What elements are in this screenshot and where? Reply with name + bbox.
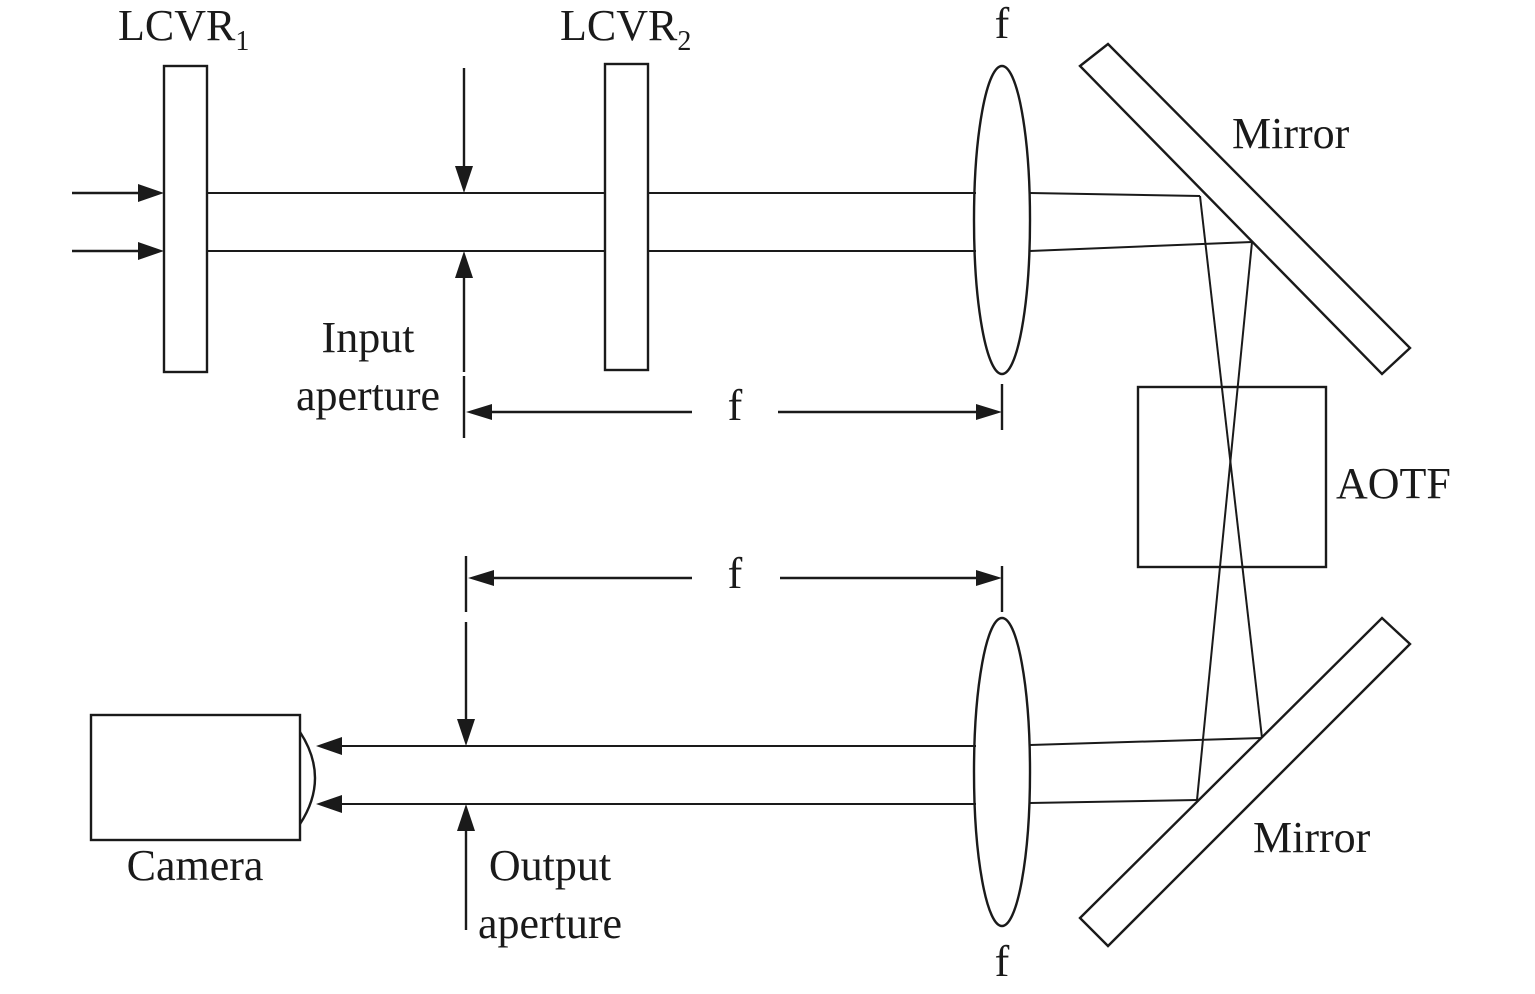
aotf-element — [1136, 385, 1328, 569]
lcvr2-element — [603, 62, 650, 372]
top-lens — [972, 64, 1032, 376]
input-beam-arrows — [72, 184, 164, 260]
camera-label: Camera — [127, 841, 264, 890]
top-focal-distance-label: f — [728, 381, 743, 430]
top-lens-focal-label: f — [995, 0, 1010, 48]
top-mirror — [1078, 42, 1412, 376]
top-focal-distance — [466, 404, 1002, 420]
output-aperture-marker — [457, 622, 475, 930]
top-mirror-label: Mirror — [1232, 109, 1350, 158]
input-aperture-label-line1: Input — [322, 313, 415, 362]
top-beam — [207, 192, 976, 252]
camera-body — [89, 713, 302, 842]
aotf-crossed-beams — [1196, 195, 1263, 801]
bottom-lens-focal-label: f — [995, 937, 1010, 986]
input-aperture-marker — [455, 68, 473, 438]
bottom-beam — [316, 737, 976, 813]
lcvr2-label: LCVR2 — [560, 1, 691, 57]
input-aperture-label-line2: aperture — [296, 371, 440, 420]
aotf-label: AOTF — [1336, 459, 1451, 508]
bottom-mirror-to-lens-beam — [1029, 737, 1263, 804]
bottom-focal-distance-label: f — [728, 549, 743, 598]
bottom-mirror — [1078, 616, 1412, 948]
bottom-mirror-label: Mirror — [1253, 813, 1371, 862]
camera-lens — [298, 731, 317, 825]
output-aperture-label-line1: Output — [489, 841, 611, 890]
top-lens-to-mirror-beam — [1029, 192, 1253, 252]
bottom-focal-distance — [464, 556, 1002, 612]
lcvr1-label: LCVR1 — [118, 1, 249, 57]
output-aperture-label-line2: aperture — [478, 899, 622, 948]
bottom-lens — [972, 616, 1032, 928]
lcvr1-element — [162, 64, 209, 374]
